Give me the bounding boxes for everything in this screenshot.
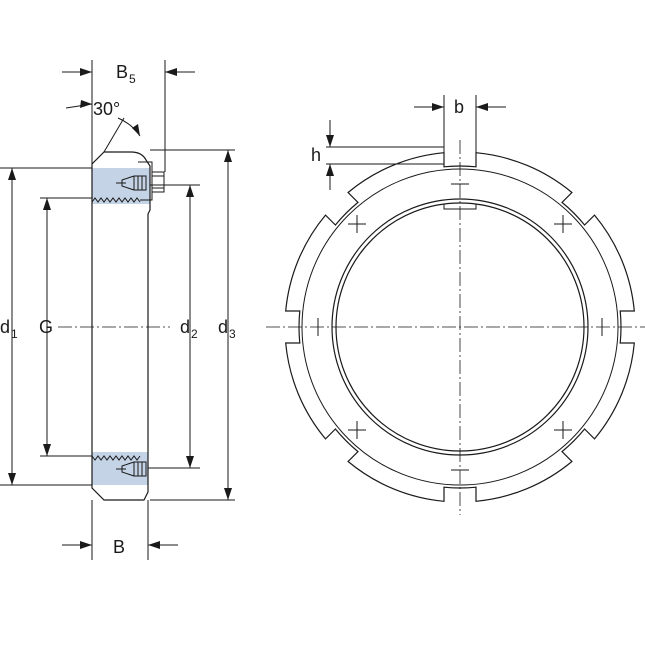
upper-locking-screw [116,161,165,201]
d1-label-subscript: 1 [11,327,18,341]
h-arrow-bottom [326,164,334,176]
front-view: b h [266,95,645,515]
g-arrow-top [43,198,51,210]
lower-locking-screw [116,461,147,477]
angle-label: 30° [93,99,120,119]
b5-arrow-left [80,68,92,76]
b-extension-lines [443,95,477,160]
g-arrow-bottom [43,444,51,456]
d3-arrow-bottom [224,488,232,500]
screw-hole-markers [317,183,603,471]
h-extension-lines [326,146,444,165]
extension-lines [0,60,235,560]
d3-label: d [218,317,228,337]
b5-label: B [116,62,128,82]
b5-label-subscript: 5 [129,72,136,86]
slot-width-label: b [454,97,464,117]
d1-arrow-top [8,168,16,180]
lower-thread [91,455,141,461]
d3-label-subscript: 3 [229,327,236,341]
slot-depth-label: h [311,145,321,165]
g-label: G [39,317,53,337]
b-arrow-right [148,541,160,549]
d2-label: d [180,317,190,337]
upper-thread [91,197,141,203]
side-view: B 5 30° B d 1 G d 2 d 3 [0,60,236,560]
b-slot-arrow-right [476,103,488,111]
d1-arrow-bottom [8,473,16,485]
d2-label-subscript: 2 [191,327,198,341]
d2-arrow-bottom [186,456,194,468]
d2-arrow-top [186,185,194,197]
upper-section-fill [92,168,150,204]
nut-outline [91,151,151,501]
b-label: B [113,537,125,557]
b-slot-arrow-left [432,103,444,111]
slotted-outer-contour [285,152,635,502]
d1-label: d [0,317,10,337]
d3-arrow-top [224,150,232,162]
h-arrow-top [326,135,334,147]
b5-arrow-right [165,68,177,76]
b-arrow-left [80,541,92,549]
